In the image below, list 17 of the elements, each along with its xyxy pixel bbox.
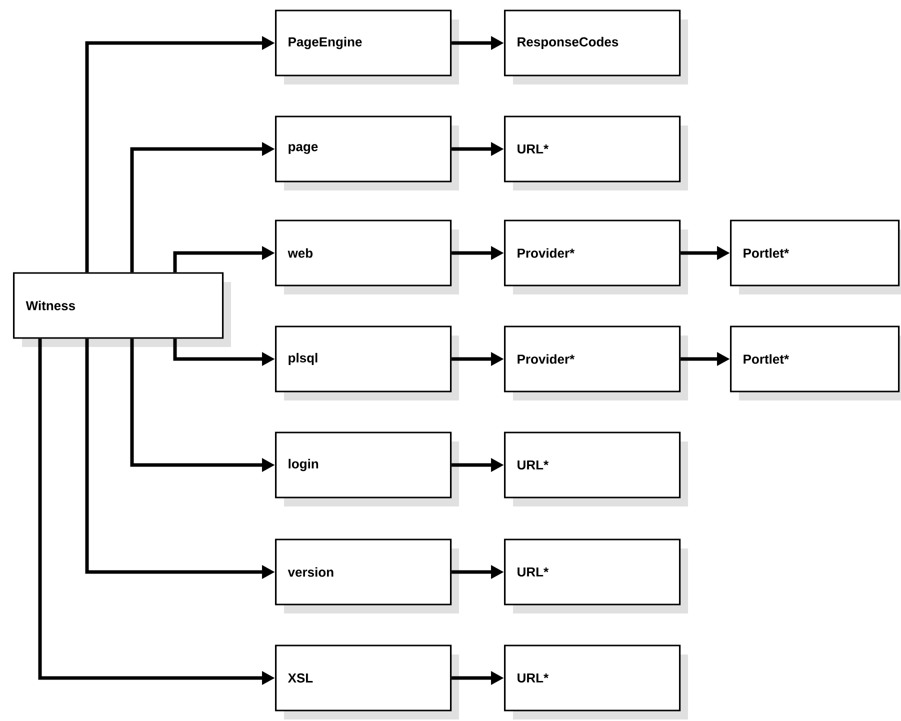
box: XSL [275, 644, 459, 720]
box: page [275, 116, 459, 190]
box: Portlet* [730, 326, 901, 400]
box: login [275, 432, 459, 506]
box: Provider* [504, 326, 688, 400]
box: Portlet* [730, 220, 901, 294]
box: Provider* [504, 220, 688, 294]
box: plsql [275, 326, 459, 400]
box: URL* [504, 538, 688, 614]
box: URL* [504, 432, 688, 506]
box: Witness [13, 272, 231, 347]
box: PageEngine [275, 10, 459, 84]
box: ResponseCodes [504, 10, 688, 84]
box: URL* [504, 116, 688, 190]
box: web [275, 220, 459, 294]
box: URL* [504, 644, 688, 720]
box: version [275, 538, 459, 614]
